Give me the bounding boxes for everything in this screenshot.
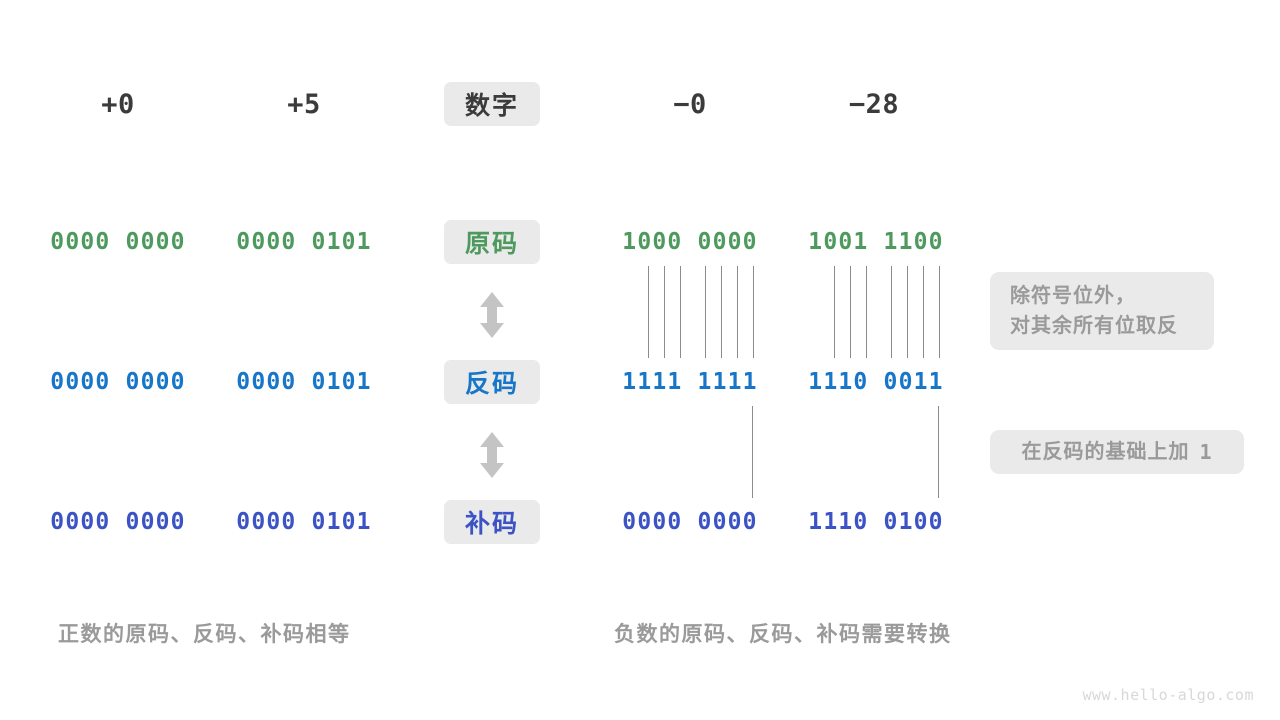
column-header-plus-zero: +0 <box>101 88 135 120</box>
fanma-minus-zero: 1111 1111 <box>622 369 758 395</box>
note-invert-line1: 除符号位外， <box>1010 285 1136 307</box>
note-add-one: 在反码的基础上加 1 <box>990 430 1244 474</box>
row-label-number: 数字 <box>444 82 540 126</box>
buma-minus-zero: 0000 0000 <box>622 509 758 535</box>
row-label-buma: 补码 <box>444 500 540 544</box>
caption-positive: 正数的原码、反码、补码相等 <box>58 623 351 646</box>
fanma-minus-28: 1110 0011 <box>808 369 944 395</box>
note-add-one-text: 在反码的基础上加 <box>1021 441 1190 463</box>
bit-connector-line <box>664 266 665 358</box>
column-header-minus-zero: −0 <box>673 88 707 120</box>
carry-connector-line <box>752 406 753 498</box>
bit-connector-line <box>907 266 908 358</box>
bit-connector-line <box>705 266 706 358</box>
bit-connector-line <box>923 266 924 358</box>
buma-minus-28: 1110 0100 <box>808 509 944 535</box>
watermark: www.hello-algo.com <box>1082 686 1254 704</box>
carry-connector-line <box>938 406 939 498</box>
buma-plus-zero: 0000 0000 <box>50 509 186 535</box>
bit-connector-line <box>850 266 851 358</box>
yuanma-minus-zero: 1000 0000 <box>622 229 758 255</box>
bit-connector-line <box>680 266 681 358</box>
note-invert-line2: 对其余所有位取反 <box>1010 315 1178 337</box>
note-invert-bits: 除符号位外， 对其余所有位取反 <box>990 272 1214 350</box>
row-label-yuanma: 原码 <box>444 220 540 264</box>
caption-negative: 负数的原码、反码、补码需要转换 <box>614 623 952 646</box>
buma-plus-five: 0000 0101 <box>236 509 372 535</box>
fanma-plus-zero: 0000 0000 <box>50 369 186 395</box>
bit-connector-line <box>737 266 738 358</box>
double-arrow-vertical-icon-2 <box>476 430 508 485</box>
bit-connector-line <box>891 266 892 358</box>
bit-connector-line <box>648 266 649 358</box>
column-header-minus-28: −28 <box>848 88 900 120</box>
bit-connector-line <box>753 266 754 358</box>
row-label-fanma: 反码 <box>444 360 540 404</box>
bit-connector-line <box>939 266 940 358</box>
bit-connector-line <box>866 266 867 358</box>
yuanma-plus-zero: 0000 0000 <box>50 229 186 255</box>
note-add-one-value: 1 <box>1199 440 1213 464</box>
yuanma-plus-five: 0000 0101 <box>236 229 372 255</box>
bit-connector-line <box>834 266 835 358</box>
column-header-plus-five: +5 <box>287 88 321 120</box>
fanma-plus-five: 0000 0101 <box>236 369 372 395</box>
yuanma-minus-28: 1001 1100 <box>808 229 944 255</box>
double-arrow-vertical-icon <box>476 290 508 345</box>
bit-connector-line <box>721 266 722 358</box>
